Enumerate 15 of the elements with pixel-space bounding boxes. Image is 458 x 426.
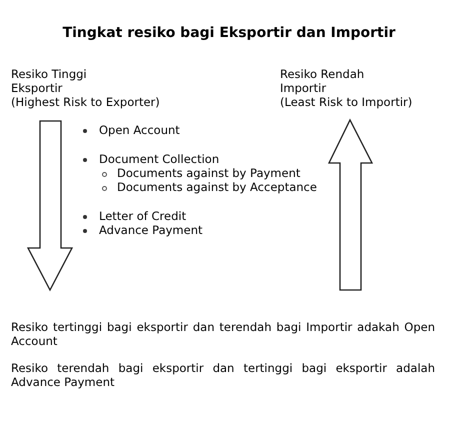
- list-item-text: Documents against by Payment: [117, 166, 300, 180]
- risk-label: Resiko Tinggi: [11, 67, 87, 81]
- list-item-text: Document Collection: [99, 152, 220, 166]
- list-item-text: Open Account: [99, 123, 180, 137]
- note-text: Resiko terendah bagi eksportir dan tertinggi bagi eksportir adalah Advance Payment: [11, 361, 435, 389]
- risk-label: (Highest Risk to Exporter): [11, 95, 160, 109]
- risk-label: Importir: [280, 81, 326, 95]
- list-item-text: Letter of Credit: [99, 209, 186, 223]
- risk-label: (Least Risk to Importir): [280, 95, 412, 109]
- note-text: Resiko tertinggi bagi eksportir dan terendah bagi Importir adakah Open Account: [11, 320, 435, 348]
- list-item-text: Advance Payment: [99, 223, 203, 237]
- risk-label: Eksportir: [11, 81, 62, 95]
- title: Tingkat resiko bagi Eksportir dan Importir: [62, 24, 396, 42]
- list-item-text: Documents against by Acceptance: [117, 180, 317, 194]
- risk-label: Resiko Rendah: [280, 67, 364, 81]
